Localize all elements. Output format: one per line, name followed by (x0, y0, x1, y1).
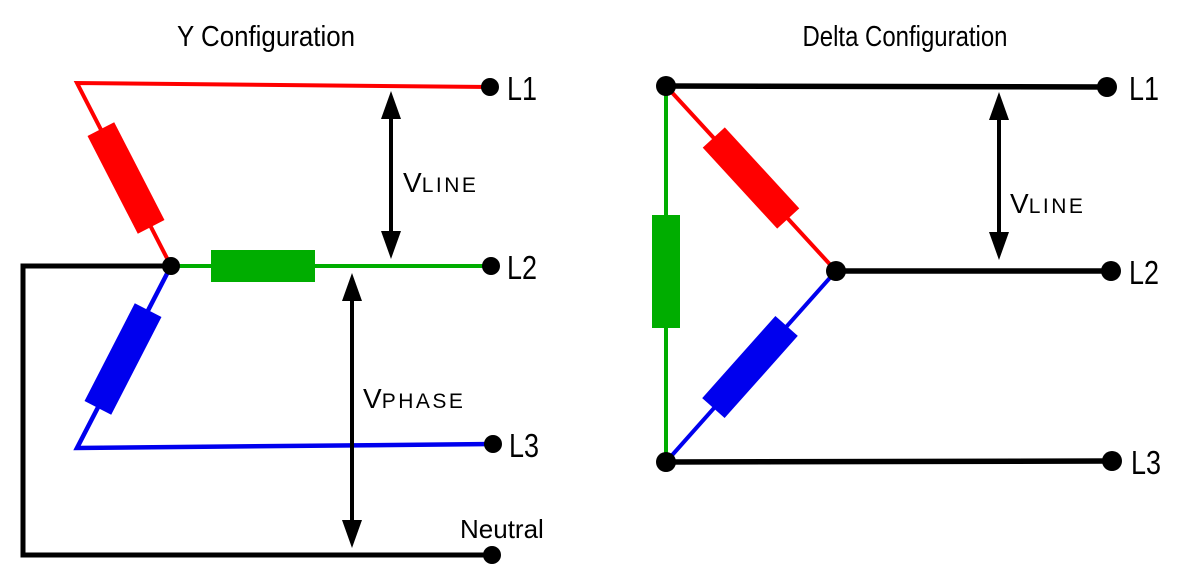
y-vphase-label-sub: PHASE (382, 390, 466, 413)
y-terminal-l1-dot (481, 78, 499, 96)
delta-top-node-dot (656, 76, 676, 96)
y-neutral-wire (20, 263, 492, 558)
delta-vline-arrowhead-up-icon (989, 92, 1009, 120)
y-vphase-arrowhead-down-icon (342, 520, 362, 548)
y-terminal-l3-label: L3 (509, 427, 539, 464)
y-vphase-label-v: V (363, 383, 382, 414)
y-vphase-label: VPHASE (363, 383, 465, 414)
y-resistor-green (211, 250, 315, 282)
delta-l3-wire (665, 458, 1113, 465)
delta-l1-wire (665, 83, 1108, 90)
y-terminal-l1-label: L1 (507, 70, 537, 107)
delta-right-node-dot (826, 261, 846, 281)
delta-bottom-node-dot (656, 452, 676, 472)
y-terminal-neutral-dot (483, 546, 501, 564)
y-terminal-l2-label: L2 (507, 249, 537, 286)
y-configuration-diagram: Y Configuration L1 L2 L3 Neutral VLINE (20, 21, 544, 564)
y-vline-label-sub: LINE (422, 174, 479, 197)
delta-terminal-l1-dot (1097, 77, 1117, 97)
y-center-node-dot (162, 257, 180, 275)
delta-terminal-l3-dot (1102, 451, 1122, 471)
y-vline-arrowhead-up-icon (381, 91, 401, 119)
y-resistor-red (87, 122, 165, 234)
delta-vline-label-v: V (1010, 188, 1029, 219)
delta-vline-arrowhead-down-icon (989, 232, 1009, 260)
delta-configuration-diagram: Delta Configuration L1 L2 L3 VLINE (652, 21, 1161, 481)
delta-terminal-l3-label: L3 (1131, 444, 1161, 481)
y-vphase-arrowhead-up-icon (342, 273, 362, 301)
delta-resistor-blue (702, 315, 798, 419)
delta-terminal-l1-label: L1 (1129, 70, 1159, 107)
y-vline-label: VLINE (403, 167, 478, 198)
delta-vline-label: VLINE (1010, 188, 1085, 219)
delta-diagram-title: Delta Configuration (803, 21, 1008, 53)
y-terminal-neutral-label: Neutral (460, 514, 544, 544)
delta-vline-dimension-arrow: VLINE (989, 92, 1085, 260)
y-terminal-l2-dot (482, 257, 500, 275)
y-vphase-dimension-arrow: VPHASE (342, 273, 465, 548)
delta-vline-label-sub: LINE (1029, 195, 1086, 218)
delta-terminal-l2-dot (1101, 261, 1121, 281)
delta-resistor-green (652, 215, 680, 328)
y-vline-arrowhead-down-icon (381, 231, 401, 259)
delta-terminal-l2-label: L2 (1129, 254, 1159, 291)
y-diagram-title: Y Configuration (177, 21, 355, 53)
y-vline-label-v: V (403, 167, 422, 198)
delta-resistor-red (702, 127, 800, 229)
y-terminal-l3-dot (484, 435, 502, 453)
y-resistor-blue (84, 303, 162, 415)
y-vline-dimension-arrow: VLINE (381, 91, 478, 259)
